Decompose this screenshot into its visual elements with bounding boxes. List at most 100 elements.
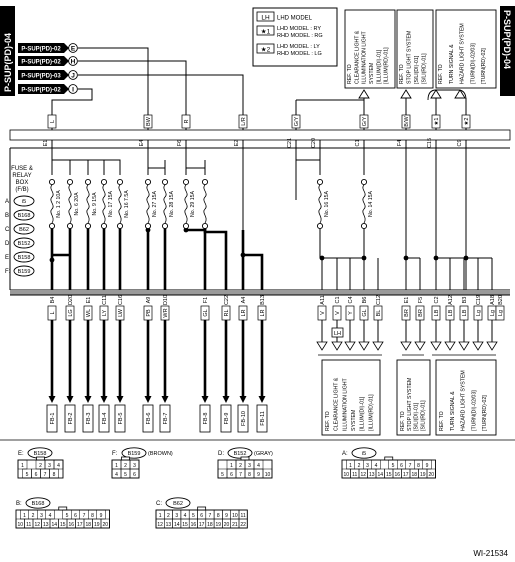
connector-view-pin: 4 xyxy=(184,513,187,519)
connector-view-oval xyxy=(351,447,377,459)
wire-color: LB xyxy=(434,309,440,316)
bottom-pin-id: A4 xyxy=(241,297,247,304)
wire-color: LW xyxy=(118,308,124,317)
ref-box-line: TURN SIGNAL & xyxy=(449,44,455,84)
ref-box-line: [TURN(RD)-02] xyxy=(481,48,487,84)
wire-color: B/W xyxy=(404,115,410,126)
output-arrow xyxy=(48,396,56,403)
output-FB-10: FB-10 xyxy=(237,320,249,433)
connector-view-pin: 20 xyxy=(428,472,434,478)
connector-view-pin: 7 xyxy=(239,472,242,478)
ref-arrow xyxy=(430,341,442,351)
wire-color: BW xyxy=(146,116,152,126)
fb-connector-key: E: xyxy=(5,255,11,261)
wire-color: G/Y xyxy=(294,116,300,126)
fuse-terminal xyxy=(182,222,190,230)
fuse-terminal xyxy=(201,222,209,230)
connector-view-pin: 6 xyxy=(200,513,203,519)
connector-view-pin: 5 xyxy=(392,463,395,469)
wire-color: ★1 xyxy=(434,118,440,126)
output-arrow xyxy=(144,396,152,403)
ref-box-frame xyxy=(344,9,396,89)
ref-box-line: REF. TO xyxy=(438,64,444,84)
connector-view-pin: 19 xyxy=(215,522,221,528)
output-label: FB-9 xyxy=(224,413,230,425)
fuse-element xyxy=(86,184,90,224)
top-pin-id: C15 xyxy=(427,138,433,148)
fuse-terminal xyxy=(66,222,74,230)
fuse-element xyxy=(184,184,188,224)
output-arrow xyxy=(239,396,247,403)
top-pin-F6: F6R xyxy=(177,114,191,146)
ref-arrow xyxy=(458,341,470,351)
connector-view-cavity xyxy=(262,468,273,479)
wire-color: G/Y xyxy=(362,116,368,126)
bottom-pin-id: F1 xyxy=(203,297,209,303)
bottom-pin-id: A11 xyxy=(320,295,326,304)
output-arrow xyxy=(66,396,74,403)
wire-color: BL xyxy=(376,310,382,317)
connector-view-pin: 3 xyxy=(48,463,51,469)
output-arrow xyxy=(258,396,266,403)
fb-connector-name: i5 xyxy=(22,199,26,205)
wire-color: BR xyxy=(418,309,424,317)
output-FB-4: FB-4 xyxy=(98,320,110,433)
output-FB-7: FB-7 xyxy=(159,320,171,433)
connector-view-cavity xyxy=(238,518,248,529)
bottom-pin-C1: C1V xyxy=(332,296,342,321)
connector-view-cavity xyxy=(129,468,140,479)
fuse-9: No. 16 15A xyxy=(316,178,330,230)
output-label: FB-4 xyxy=(102,413,108,425)
fb-connector-key: C: xyxy=(5,227,11,233)
bottom-pin-id: C19 xyxy=(476,295,482,305)
connector-view-pin: 10 xyxy=(17,522,23,528)
bottom-pin-id: F5 xyxy=(418,297,424,303)
fb-connector-key: F: xyxy=(5,269,11,275)
connector-view-pin: 11 xyxy=(352,472,357,478)
legend-lh-text: LHD MODEL xyxy=(277,16,313,22)
output-FB-6: FB-6 xyxy=(142,320,154,433)
connector-view-pin: 3 xyxy=(366,463,369,469)
connector-view-pin: 2 xyxy=(358,463,361,469)
legend-star2-line2: RHD MODEL : LG xyxy=(277,51,322,57)
wire-color-box xyxy=(431,114,441,129)
output-label: FB-6 xyxy=(146,413,152,425)
fuse-label: No. 6 20A xyxy=(74,192,80,216)
supply-ref-text: P-SUP(PD)-03 xyxy=(21,74,61,80)
connector-view-pin: 5 xyxy=(221,472,224,478)
page-id-left: P-SUP(PD)-04 xyxy=(3,33,13,92)
ref-box-line: [TURN(DI)-02/03] xyxy=(470,43,476,84)
connector-view-pin: 7 xyxy=(409,463,412,469)
connector-view-pin: 8 xyxy=(91,513,94,519)
fb-connector-name: B159 xyxy=(18,269,31,275)
ref-box-line: [S/LI(DI)-01] xyxy=(414,55,420,84)
connector-view-color: (BROWN) xyxy=(148,451,173,457)
connector-view-pin: 7 xyxy=(209,513,212,519)
wire xyxy=(296,159,321,175)
supply-ref-tag xyxy=(18,56,69,66)
output-box xyxy=(256,404,268,433)
connector-view-oval xyxy=(165,497,191,509)
connector-view-pin: 3 xyxy=(40,513,43,519)
connector-view-pin: 11 xyxy=(26,522,31,528)
bottom-pin-id: D10 xyxy=(163,295,169,305)
fb-connector-key: D: xyxy=(5,241,11,247)
fuse-element xyxy=(163,184,167,224)
supply-line-I xyxy=(51,88,93,130)
connector-view-pin: 9 xyxy=(257,472,260,478)
wire-color: LR xyxy=(241,309,247,316)
fb-connector-B152: D:B152 xyxy=(5,237,35,249)
top-pin-E2: E2L/R xyxy=(234,114,248,146)
wire-color-box xyxy=(461,114,471,129)
connector-view-pin: 3 xyxy=(133,463,136,469)
connector-view-pin: 17 xyxy=(199,522,205,528)
page-id-right: P-SUP(PD)-04 xyxy=(502,10,512,69)
fb-connector-oval xyxy=(13,209,35,221)
legend-star1-line1: LHD MODEL : RY xyxy=(277,26,321,32)
